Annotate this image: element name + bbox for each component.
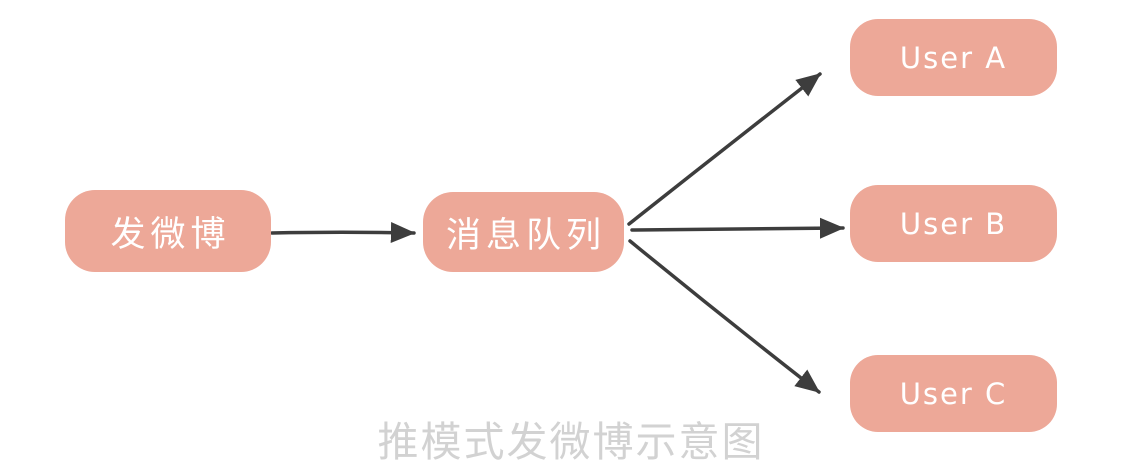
arrow-queue-to-user-c: [628, 239, 821, 394]
diagram-caption: 推模式发微博示意图: [377, 418, 765, 466]
node-user-b-label: User B: [899, 206, 1008, 241]
node-post-weibo-label: 发微博: [110, 214, 231, 255]
node-user-c-label: User C: [899, 376, 1008, 411]
node-user-a-label: User A: [899, 40, 1008, 75]
node-post-weibo: 发微博: [65, 190, 271, 272]
arrow-source-to-queue: [270, 222, 416, 244]
node-message-queue: 消息队列: [423, 192, 624, 272]
node-user-a: User A: [850, 19, 1057, 96]
node-message-queue-label: 消息队列: [445, 215, 606, 256]
arrow-queue-to-user-b: [630, 217, 845, 239]
arrow-queue-to-user-a: [627, 72, 822, 226]
node-user-b: User B: [850, 185, 1057, 262]
node-user-c: User C: [850, 355, 1057, 432]
